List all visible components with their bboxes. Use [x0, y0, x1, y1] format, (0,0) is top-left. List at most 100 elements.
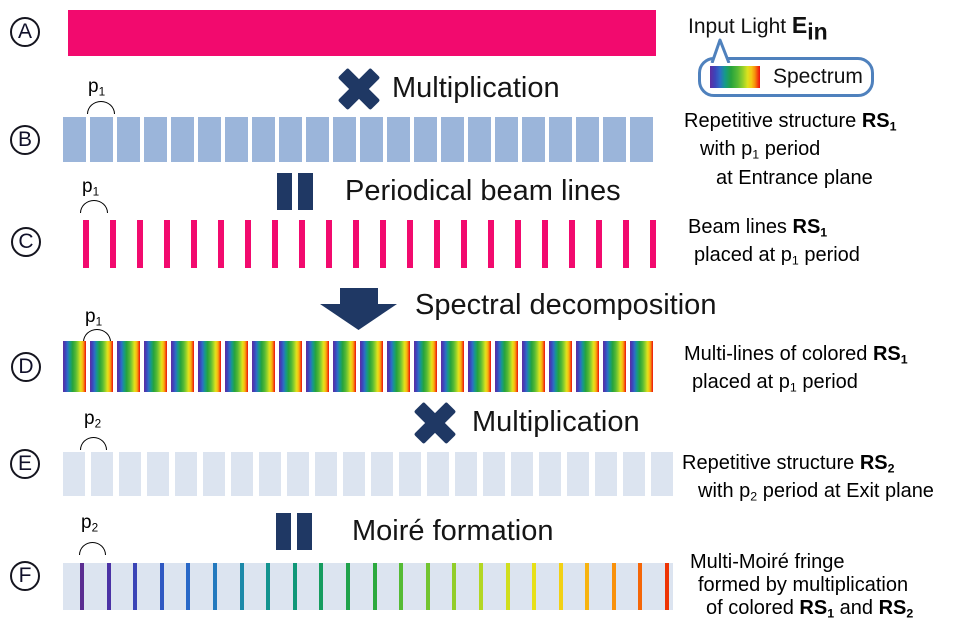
rs2-block — [287, 452, 309, 496]
caption-text: period — [796, 371, 858, 394]
beam-lines-row — [83, 220, 656, 268]
rs2-block — [539, 452, 561, 496]
beam-line — [569, 220, 575, 268]
p-sub: 1 — [92, 185, 100, 199]
colored-rs1-block — [630, 341, 653, 392]
p-sub: 1 — [95, 315, 103, 329]
rs2-block — [175, 452, 197, 496]
period-brace — [80, 437, 107, 450]
caption-rs1: Repetitive structure RS1 with p1 period … — [684, 110, 897, 190]
period-label-p1: p1 — [88, 76, 105, 98]
rs2-block — [343, 452, 365, 496]
rs1-subscript: 1 — [827, 606, 835, 621]
colored-rs1-block — [279, 341, 302, 392]
rs1-subscript: 1 — [900, 352, 908, 367]
caption-text: period — [798, 244, 860, 267]
rs1-block — [441, 117, 464, 162]
rs1-symbol: RS — [872, 343, 901, 365]
down-arrow-icon — [320, 288, 397, 330]
beam-line — [461, 220, 467, 268]
step-letter: A — [17, 20, 32, 43]
rs2-block — [399, 452, 421, 496]
beam-line — [137, 220, 143, 268]
colored-rs1-block — [495, 341, 518, 392]
moire-line — [80, 563, 84, 610]
period-label-p2: p2 — [84, 408, 101, 430]
step-badge-e: E — [10, 449, 40, 479]
step-letter: C — [18, 230, 34, 253]
moire-line — [665, 563, 670, 610]
rs1-block — [144, 117, 167, 162]
caption-moire-fringe: Multi-Moiré fringe formed by multiplicat… — [690, 551, 913, 625]
rs2-block — [651, 452, 673, 496]
rs1-block — [225, 117, 248, 162]
moire-line — [159, 563, 164, 610]
rs1-block — [387, 117, 410, 162]
moire-line — [611, 563, 616, 610]
caption-text: Multi-lines of colored — [684, 343, 873, 365]
colored-rs1-block — [225, 341, 248, 392]
step-badge-f: F — [10, 561, 40, 591]
caption-text: Multi-Moiré fringe — [690, 551, 845, 573]
equals-bars-icon — [276, 513, 313, 550]
moire-line — [399, 563, 404, 610]
input-light-text: Input Light — [688, 15, 792, 38]
moire-line — [319, 563, 324, 610]
p-sub: 2 — [91, 521, 99, 535]
colored-rs1-block — [360, 341, 383, 392]
rs2-block — [483, 452, 505, 496]
rs2-subscript: 2 — [887, 461, 895, 476]
rs2-block — [119, 452, 141, 496]
colored-rs1-block — [603, 341, 626, 392]
rs2-symbol: RS — [878, 597, 907, 619]
moire-line — [532, 563, 537, 610]
p-sub: 1 — [789, 380, 797, 395]
caption-text: period at Exit plane — [757, 480, 934, 503]
period-brace — [87, 101, 115, 114]
equals-bars-icon — [277, 173, 314, 210]
bubble-pointer — [710, 38, 731, 63]
colored-rs1-block — [576, 341, 599, 392]
caption-colored-rs1: Multi-lines of colored RS1 placed at p1 … — [684, 343, 908, 400]
rs1-block — [90, 117, 113, 162]
caption-text: of colored — [706, 597, 800, 619]
spectrum-swatch — [710, 66, 760, 88]
input-light-label: Input Light Ein — [688, 12, 828, 45]
beam-line — [299, 220, 305, 268]
moire-line — [425, 563, 430, 610]
rs2-block — [203, 452, 225, 496]
period-brace — [79, 542, 106, 555]
beam-line — [191, 220, 197, 268]
caption-text: Repetitive structure — [682, 452, 860, 474]
rs1-block — [171, 117, 194, 162]
rs1-symbol: RS — [792, 216, 821, 238]
rs1-block — [306, 117, 329, 162]
rs1-block — [522, 117, 545, 162]
step-badge-c: C — [11, 227, 41, 257]
moire-line — [478, 563, 483, 610]
rs2-block — [259, 452, 281, 496]
rs2-structure-row — [63, 452, 673, 496]
rs1-block — [495, 117, 518, 162]
moire-line — [585, 563, 590, 610]
colored-rs1-block — [63, 341, 86, 392]
colored-rs1-block — [333, 341, 356, 392]
rs1-block — [198, 117, 221, 162]
colored-rs1-block — [171, 341, 194, 392]
rs2-block — [511, 452, 533, 496]
rs1-block — [117, 117, 140, 162]
beam-line — [650, 220, 656, 268]
step-badge-d: D — [11, 352, 41, 382]
rs2-block — [231, 452, 253, 496]
period-label-p2: p2 — [81, 512, 98, 534]
colored-rs1-block — [414, 341, 437, 392]
beam-line — [353, 220, 359, 268]
beam-line — [380, 220, 386, 268]
operator-label-multiplication-1: Multiplication — [392, 72, 560, 104]
caption-beam-lines: Beam lines RS1 placed at p1 period — [688, 216, 860, 273]
beam-line — [218, 220, 224, 268]
step-letter: B — [17, 128, 32, 151]
period-label-p1: p1 — [85, 306, 102, 328]
moire-line — [106, 563, 111, 610]
